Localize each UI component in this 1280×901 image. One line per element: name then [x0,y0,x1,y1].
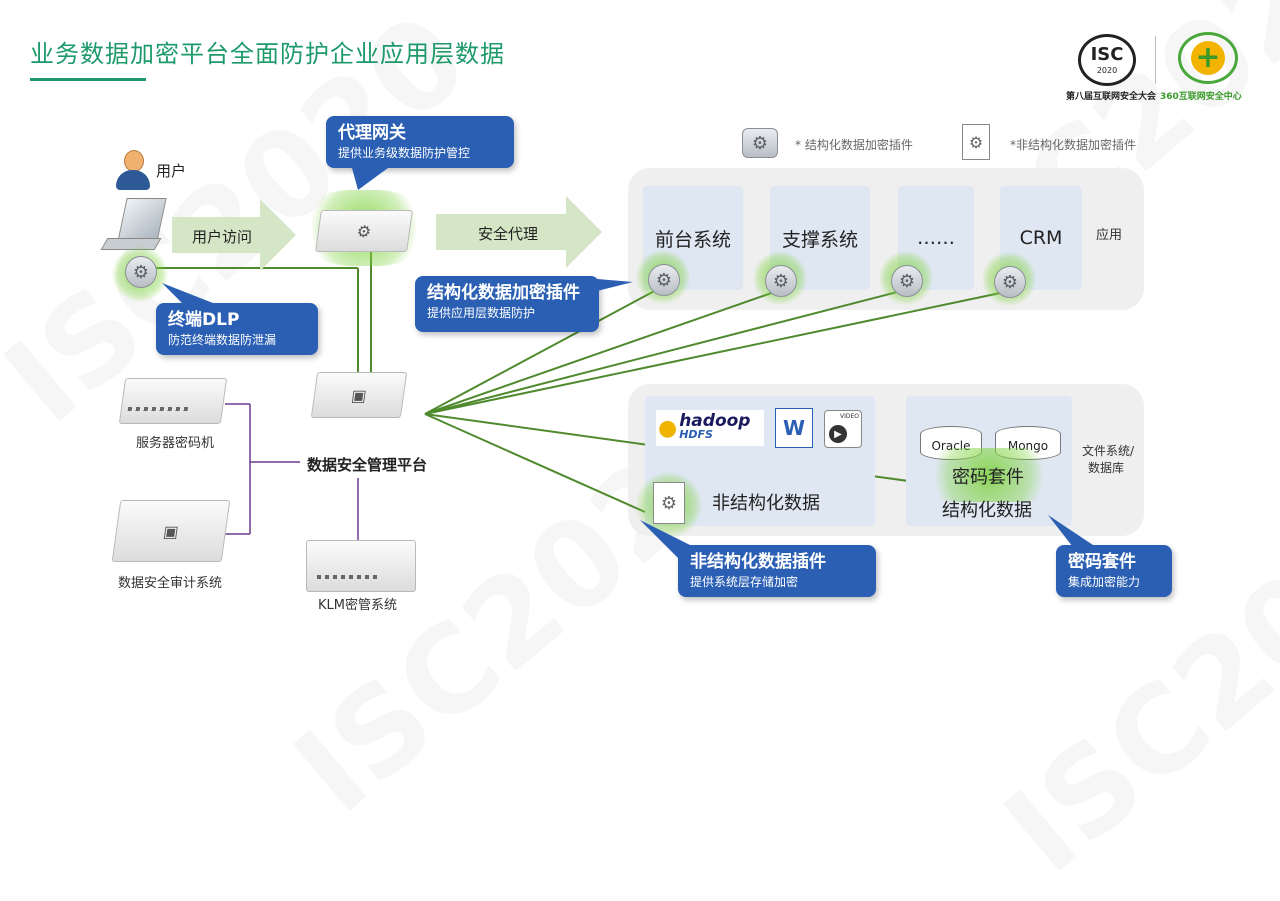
server-crypto-device [118,378,228,424]
app4-plugin-icon: ⚙ [994,266,1026,298]
word-icon-letter: W [782,416,806,440]
document-gear-icon: ⚙ [962,124,990,160]
unstruct-label: 非结构化数据 [712,493,820,514]
unstruct-plugin-callout-tail [640,520,696,560]
line-platform-unstruct [424,413,646,513]
app-more: …… [898,186,974,290]
struct-plugin-legend-icon: ⚙ [742,128,778,158]
word-icon: W [775,408,813,448]
laptop-icon [100,198,167,252]
app-frontend: 前台系统 [643,186,743,290]
struct-plugin-callout-tail [585,278,633,294]
crypto-suite-callout-tail [1048,515,1096,551]
gateway-callout-tail [352,168,388,190]
storage-label-1: 文件系统/ [1082,444,1135,458]
server-crypto-label: 服务器密码机 [136,436,215,451]
crypto-suite-callout-title: 密码套件 [1068,552,1136,572]
legend-unstruct-plugin: *非结构化数据加密插件 [1010,138,1137,152]
struct-plugin-callout-title: 结构化数据加密插件 [427,283,580,303]
title-underline [30,78,146,81]
struct-label: 结构化数据 [942,500,1032,521]
hdfs-text: HDFS [679,428,713,441]
line-platform-app1 [424,287,661,415]
platform-label: 数据安全管理平台 [307,456,428,474]
unstruct-plugin-icon: ⚙ [653,482,685,524]
app-panel-label: 应用 [1096,228,1123,243]
audit-device: ▣ [111,500,231,562]
klm-label: KLM密管系统 [318,598,397,613]
storage-label-2: 数据库 [1088,461,1125,475]
crypto-suite-callout-sub: 集成加密能力 [1068,575,1141,589]
unstruct-plugin-callout-sub: 提供系统层存储加密 [690,575,799,589]
app2-plugin-icon: ⚙ [765,265,797,297]
user-access-label: 用户访问 [192,228,253,246]
logo-divider [1155,36,1156,84]
isc-logo: ISC 2020 [1078,34,1136,86]
connection-lines [145,250,1006,540]
unstruct-plugin-callout: 非结构化数据插件 提供系统层存储加密 [678,545,876,597]
crypto-suite-glow [918,448,1060,502]
play-icon: ▶ [829,425,847,443]
dlp-callout-tail [162,283,218,305]
device-port-row [127,407,189,411]
crypto-suite-callout: 密码套件 集成加密能力 [1056,545,1172,597]
video-icon: VIDEO ▶ [824,410,862,448]
app-frontend-label: 前台系统 [654,228,731,251]
hadoop-logo: ● hadoop HDFS [656,410,764,446]
user-icon [116,150,150,190]
hadoop-text-wrap: hadoop HDFS [679,411,751,442]
dlp-callout-title: 终端DLP [168,310,240,330]
user-head [124,150,144,172]
device-port-row [317,575,377,579]
arrow-user-access [172,199,296,271]
isc-logo-year: 2020 [1096,66,1118,75]
app1-plugin-icon: ⚙ [648,264,680,296]
hadoop-text: hadoop [679,411,751,431]
line-platform-app3 [424,289,906,415]
struct-plugin-callout: 结构化数据加密插件 提供应用层数据防护 [415,276,599,332]
arrow-security-proxy [436,196,602,268]
platform-device: ▣ [310,372,408,418]
struct-plugin-callout-sub: 提供应用层数据防护 [427,306,536,320]
app-support-label: 支撑系统 [781,228,858,251]
gateway-device: ⚙ [315,210,413,252]
gateway-callout: 代理网关 提供业务级数据防护管控 [326,116,514,168]
user-label: 用户 [156,162,187,180]
dlp-callout: 终端DLP 防范终端数据防泄漏 [156,303,318,355]
line-platform-app2 [424,289,781,415]
video-icon-label: VIDEO [839,413,859,420]
app-crm-label: CRM [1019,227,1063,249]
plus-icon: + [1191,41,1225,75]
360-logo: + [1178,32,1238,84]
dlp-plugin-icon: ⚙ [125,256,157,288]
isc-logo-text: ISC [1090,44,1124,65]
360-logo-caption: 360互联网安全中心 [1160,92,1242,102]
security-proxy-label: 安全代理 [478,225,539,243]
isc-logo-caption: 第八届互联网安全大会 [1066,92,1157,102]
klm-device [306,540,416,592]
gateway-callout-sub: 提供业务级数据防护管控 [338,146,471,160]
audit-label: 数据安全审计系统 [118,576,223,591]
gateway-callout-title: 代理网关 [338,123,406,143]
crypto-suite-label: 密码套件 [952,467,1024,488]
app3-plugin-icon: ⚙ [891,265,923,297]
app-more-label: …… [917,227,955,249]
elephant-icon: ● [658,415,678,441]
unstruct-plugin-callout-title: 非结构化数据插件 [690,552,826,572]
page-title: 业务数据加密平台全面防护企业应用层数据 [30,40,505,68]
line-platform-app4 [424,291,1006,415]
dlp-callout-sub: 防范终端数据防泄漏 [168,333,277,347]
legend-struct-plugin: * 结构化数据加密插件 [795,138,913,152]
user-body [116,170,150,190]
laptop-screen [117,198,167,242]
